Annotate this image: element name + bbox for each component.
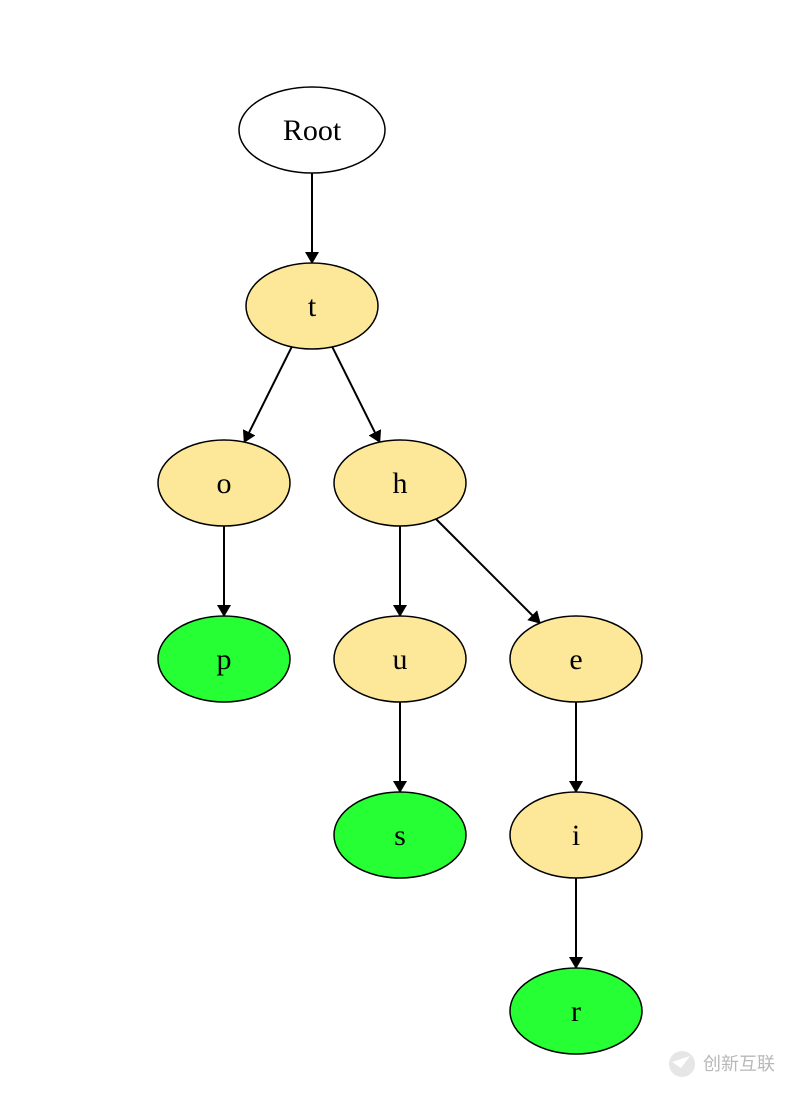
edge-t-o [242, 346, 293, 443]
watermark: 创新互联 [669, 1051, 775, 1077]
node-o-shape [157, 439, 291, 527]
nodes-layer: Root t o h p u e s i r [157, 86, 643, 1055]
node-r: r [509, 967, 643, 1055]
node-u-label: u [393, 643, 408, 676]
node-h: h [333, 439, 467, 527]
node-r-shape [509, 967, 643, 1055]
node-i: i [509, 791, 643, 879]
node-i-shape [509, 791, 643, 879]
node-u-shape [333, 615, 467, 703]
brand-logo-icon [669, 1051, 695, 1077]
node-e: e [509, 615, 643, 703]
node-t: t [245, 262, 379, 350]
node-r-label: r [571, 995, 581, 1028]
node-p-label: p [217, 643, 232, 676]
node-s-shape [333, 791, 467, 879]
node-o-label: o [217, 467, 232, 500]
node-e-shape [509, 615, 643, 703]
node-p-shape [157, 615, 291, 703]
node-s: s [333, 791, 467, 879]
edge-t-h [331, 346, 382, 443]
node-h-label: h [393, 467, 408, 500]
watermark-text: 创新互联 [703, 1054, 775, 1075]
node-root-label: Root [283, 114, 342, 147]
node-e-label: e [569, 643, 582, 676]
node-p: p [157, 615, 291, 703]
node-i-label: i [572, 819, 580, 852]
node-o: o [157, 439, 291, 527]
edge-h-e [435, 518, 541, 624]
node-root: Root [238, 86, 386, 174]
node-t-shape [245, 262, 379, 350]
node-s-label: s [394, 819, 406, 852]
node-root-shape [238, 86, 386, 174]
node-t-label: t [308, 290, 317, 323]
node-h-shape [333, 439, 467, 527]
edges-layer [217, 173, 583, 969]
node-u: u [333, 615, 467, 703]
